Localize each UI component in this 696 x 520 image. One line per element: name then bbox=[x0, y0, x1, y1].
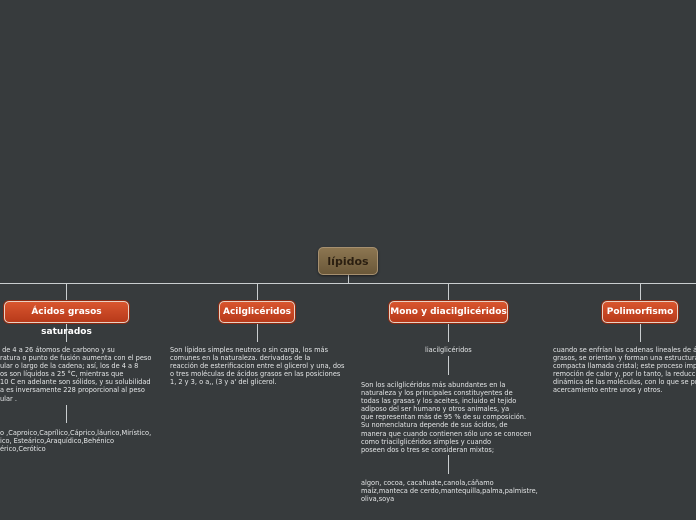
connector-branch-4 bbox=[640, 283, 641, 301]
connector-branch-1 bbox=[66, 283, 67, 301]
connector-b3-sub2 bbox=[448, 455, 449, 474]
topic-mono-diacilgliceridos[interactable]: Mono y diacilglicéridos bbox=[389, 301, 508, 323]
sub-mono-diacil-examples: algon, cocoa, cacahuate,canola,cáñamo ma… bbox=[361, 479, 538, 504]
central-topic[interactable]: lípidos bbox=[318, 247, 378, 275]
detail-mono-diacil: liacilglicéridos bbox=[425, 346, 472, 354]
topic-acilgliceridos[interactable]: Acilglicéridos bbox=[219, 301, 295, 323]
connector-b2-detail bbox=[257, 323, 258, 342]
connector-root-down bbox=[348, 275, 349, 284]
connector-b3-sub bbox=[448, 356, 449, 375]
connector-b1-sub bbox=[66, 405, 67, 423]
detail-acidos-grasos: de 4 a 26 átomos de carbono y su ratura … bbox=[0, 346, 152, 403]
connector-branch-2 bbox=[257, 283, 258, 301]
topic-polimorfismo[interactable]: Polimorfismo bbox=[602, 301, 678, 323]
sub-mono-diacil-description: Son los acilglicéridos más abundantes en… bbox=[361, 381, 532, 454]
connector-b1-detail bbox=[66, 323, 67, 342]
detail-acilgliceridos: Son lípidos simples neutros o sin carga,… bbox=[170, 346, 345, 387]
connector-branch-3 bbox=[448, 283, 449, 301]
connector-b4-detail bbox=[640, 323, 641, 342]
topic-acidos-grasos-saturados[interactable]: Ácidos grasos saturados bbox=[4, 301, 129, 337]
sub-acidos-grasos-list: o ,Caproico,Caprílico,Cáprico,láurico,Mi… bbox=[0, 429, 152, 454]
connector-b3-detail bbox=[448, 323, 449, 342]
connector-horizontal bbox=[0, 283, 696, 284]
detail-polimorfismo: cuando se enfrían las cadenas lineales d… bbox=[553, 346, 696, 395]
